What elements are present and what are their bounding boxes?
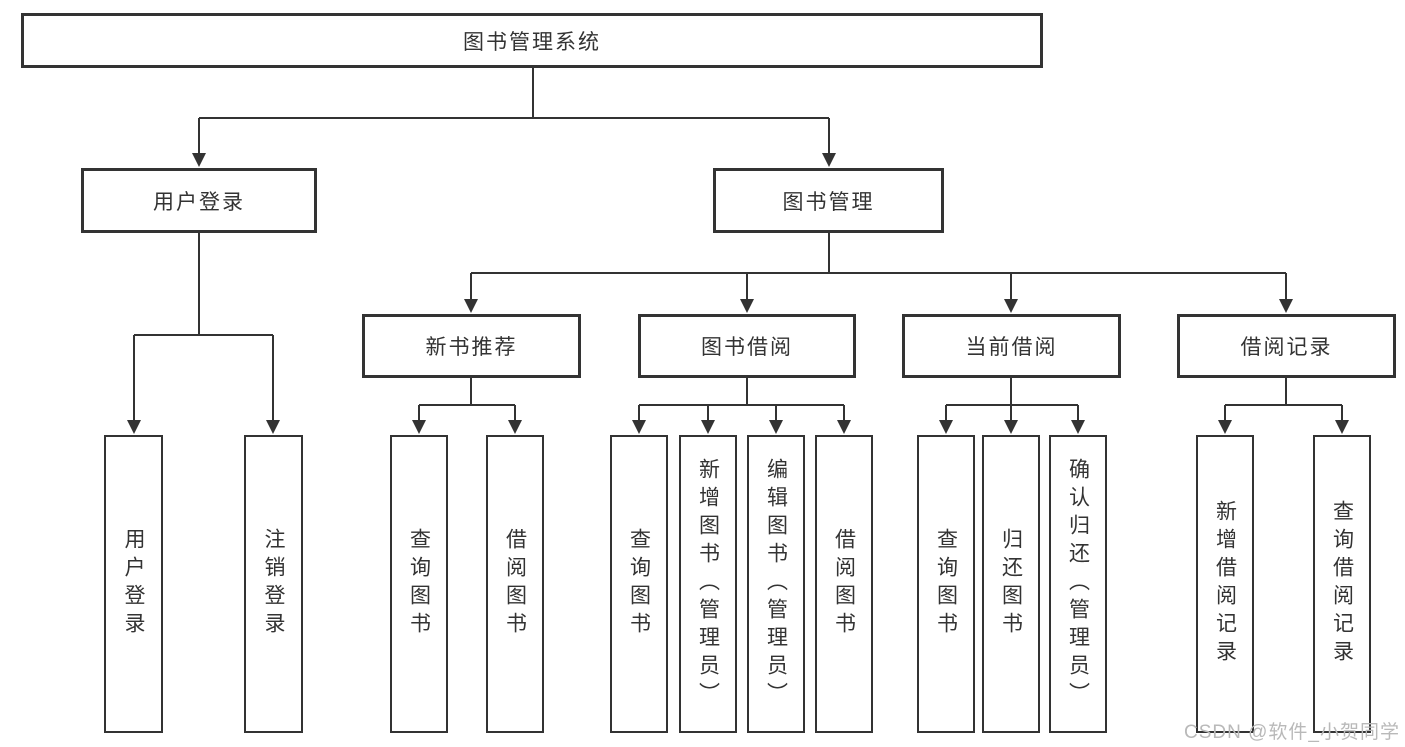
leaf-label: 查询图书: [627, 528, 651, 640]
leaf-query-books-recommend: 查询图书: [390, 435, 448, 733]
arrowhead: [508, 420, 522, 434]
connector-bookmgmt-to-level3: [470, 233, 1287, 302]
arrowhead: [1004, 299, 1018, 313]
leaf-label: 新增借阅记录: [1213, 500, 1237, 668]
leaf-add-books-admin: 新增图书（管理员）: [679, 435, 737, 733]
node-label: 图书管理系统: [463, 30, 601, 54]
leaf-user-login: 用户登录: [104, 435, 163, 733]
node-label: 用户登录: [153, 190, 245, 214]
watermark: CSDN @软件_小贺同学: [1184, 722, 1400, 743]
arrowhead: [127, 420, 141, 434]
arrowhead: [701, 420, 715, 434]
leaf-return-books: 归还图书: [982, 435, 1040, 733]
arrowhead: [632, 420, 646, 434]
connector-bookborrow-to-leaves: [638, 378, 845, 422]
node-label: 图书借阅: [701, 336, 793, 359]
arrowhead: [822, 153, 836, 167]
leaf-borrow-books-borrowing: 借阅图书: [815, 435, 873, 733]
arrowhead: [837, 420, 851, 434]
node-library-management-system: 图书管理系统: [21, 13, 1043, 68]
arrowhead: [740, 299, 754, 313]
arrowhead: [939, 420, 953, 434]
leaf-label: 借阅图书: [503, 528, 527, 640]
arrowhead: [464, 299, 478, 313]
node-label: 当前借阅: [965, 336, 1058, 359]
node-label: 新书推荐: [425, 336, 518, 359]
node-user-login: 用户登录: [81, 168, 317, 233]
node-label: 图书管理: [782, 190, 875, 214]
leaf-logout: 注销登录: [244, 435, 303, 733]
arrowhead: [1335, 420, 1349, 434]
arrowhead: [412, 420, 426, 434]
node-book-management: 图书管理: [713, 168, 944, 233]
leaf-label: 用户登录: [122, 528, 145, 640]
leaf-label: 查询图书: [407, 528, 431, 640]
node-borrowing-records: 借阅记录: [1177, 314, 1396, 378]
arrowhead: [1004, 420, 1018, 434]
leaf-query-books-current: 查询图书: [917, 435, 975, 733]
arrowhead: [769, 420, 783, 434]
leaf-label: 查询借阅记录: [1330, 500, 1354, 668]
leaf-query-borrow-record: 查询借阅记录: [1313, 435, 1371, 733]
leaf-label: 确认归还（管理员）: [1066, 458, 1090, 710]
node-current-borrowing: 当前借阅: [902, 314, 1121, 378]
leaf-label: 注销登录: [262, 528, 285, 640]
leaf-label: 查询图书: [934, 528, 958, 640]
node-book-borrowing: 图书借阅: [638, 314, 856, 378]
connector-borrowrecord-to-leaves: [1224, 378, 1343, 422]
leaf-label: 归还图书: [999, 528, 1023, 640]
connector-userlogin-to-leaves: [133, 233, 274, 422]
leaf-borrow-books-recommend: 借阅图书: [486, 435, 544, 733]
arrowhead: [1218, 420, 1232, 434]
arrowhead: [1279, 299, 1293, 313]
leaf-add-borrow-record: 新增借阅记录: [1196, 435, 1254, 733]
leaf-confirm-return-admin: 确认归还（管理员）: [1049, 435, 1107, 733]
arrowhead: [266, 420, 280, 434]
leaf-label: 新增图书（管理员）: [696, 458, 720, 710]
leaf-query-books-borrowing: 查询图书: [610, 435, 668, 733]
node-label: 借阅记录: [1240, 336, 1333, 359]
arrowhead: [1071, 420, 1085, 434]
connector-currentborrow-to-leaves: [945, 378, 1079, 422]
leaf-label: 借阅图书: [832, 528, 856, 640]
connector-newbook-to-leaves: [418, 378, 516, 422]
leaf-label: 编辑图书（管理员）: [764, 458, 788, 710]
node-new-book-recommend: 新书推荐: [362, 314, 581, 378]
arrowhead: [192, 153, 206, 167]
connector-root-to-level2: [198, 68, 830, 156]
leaf-edit-books-admin: 编辑图书（管理员）: [747, 435, 805, 733]
